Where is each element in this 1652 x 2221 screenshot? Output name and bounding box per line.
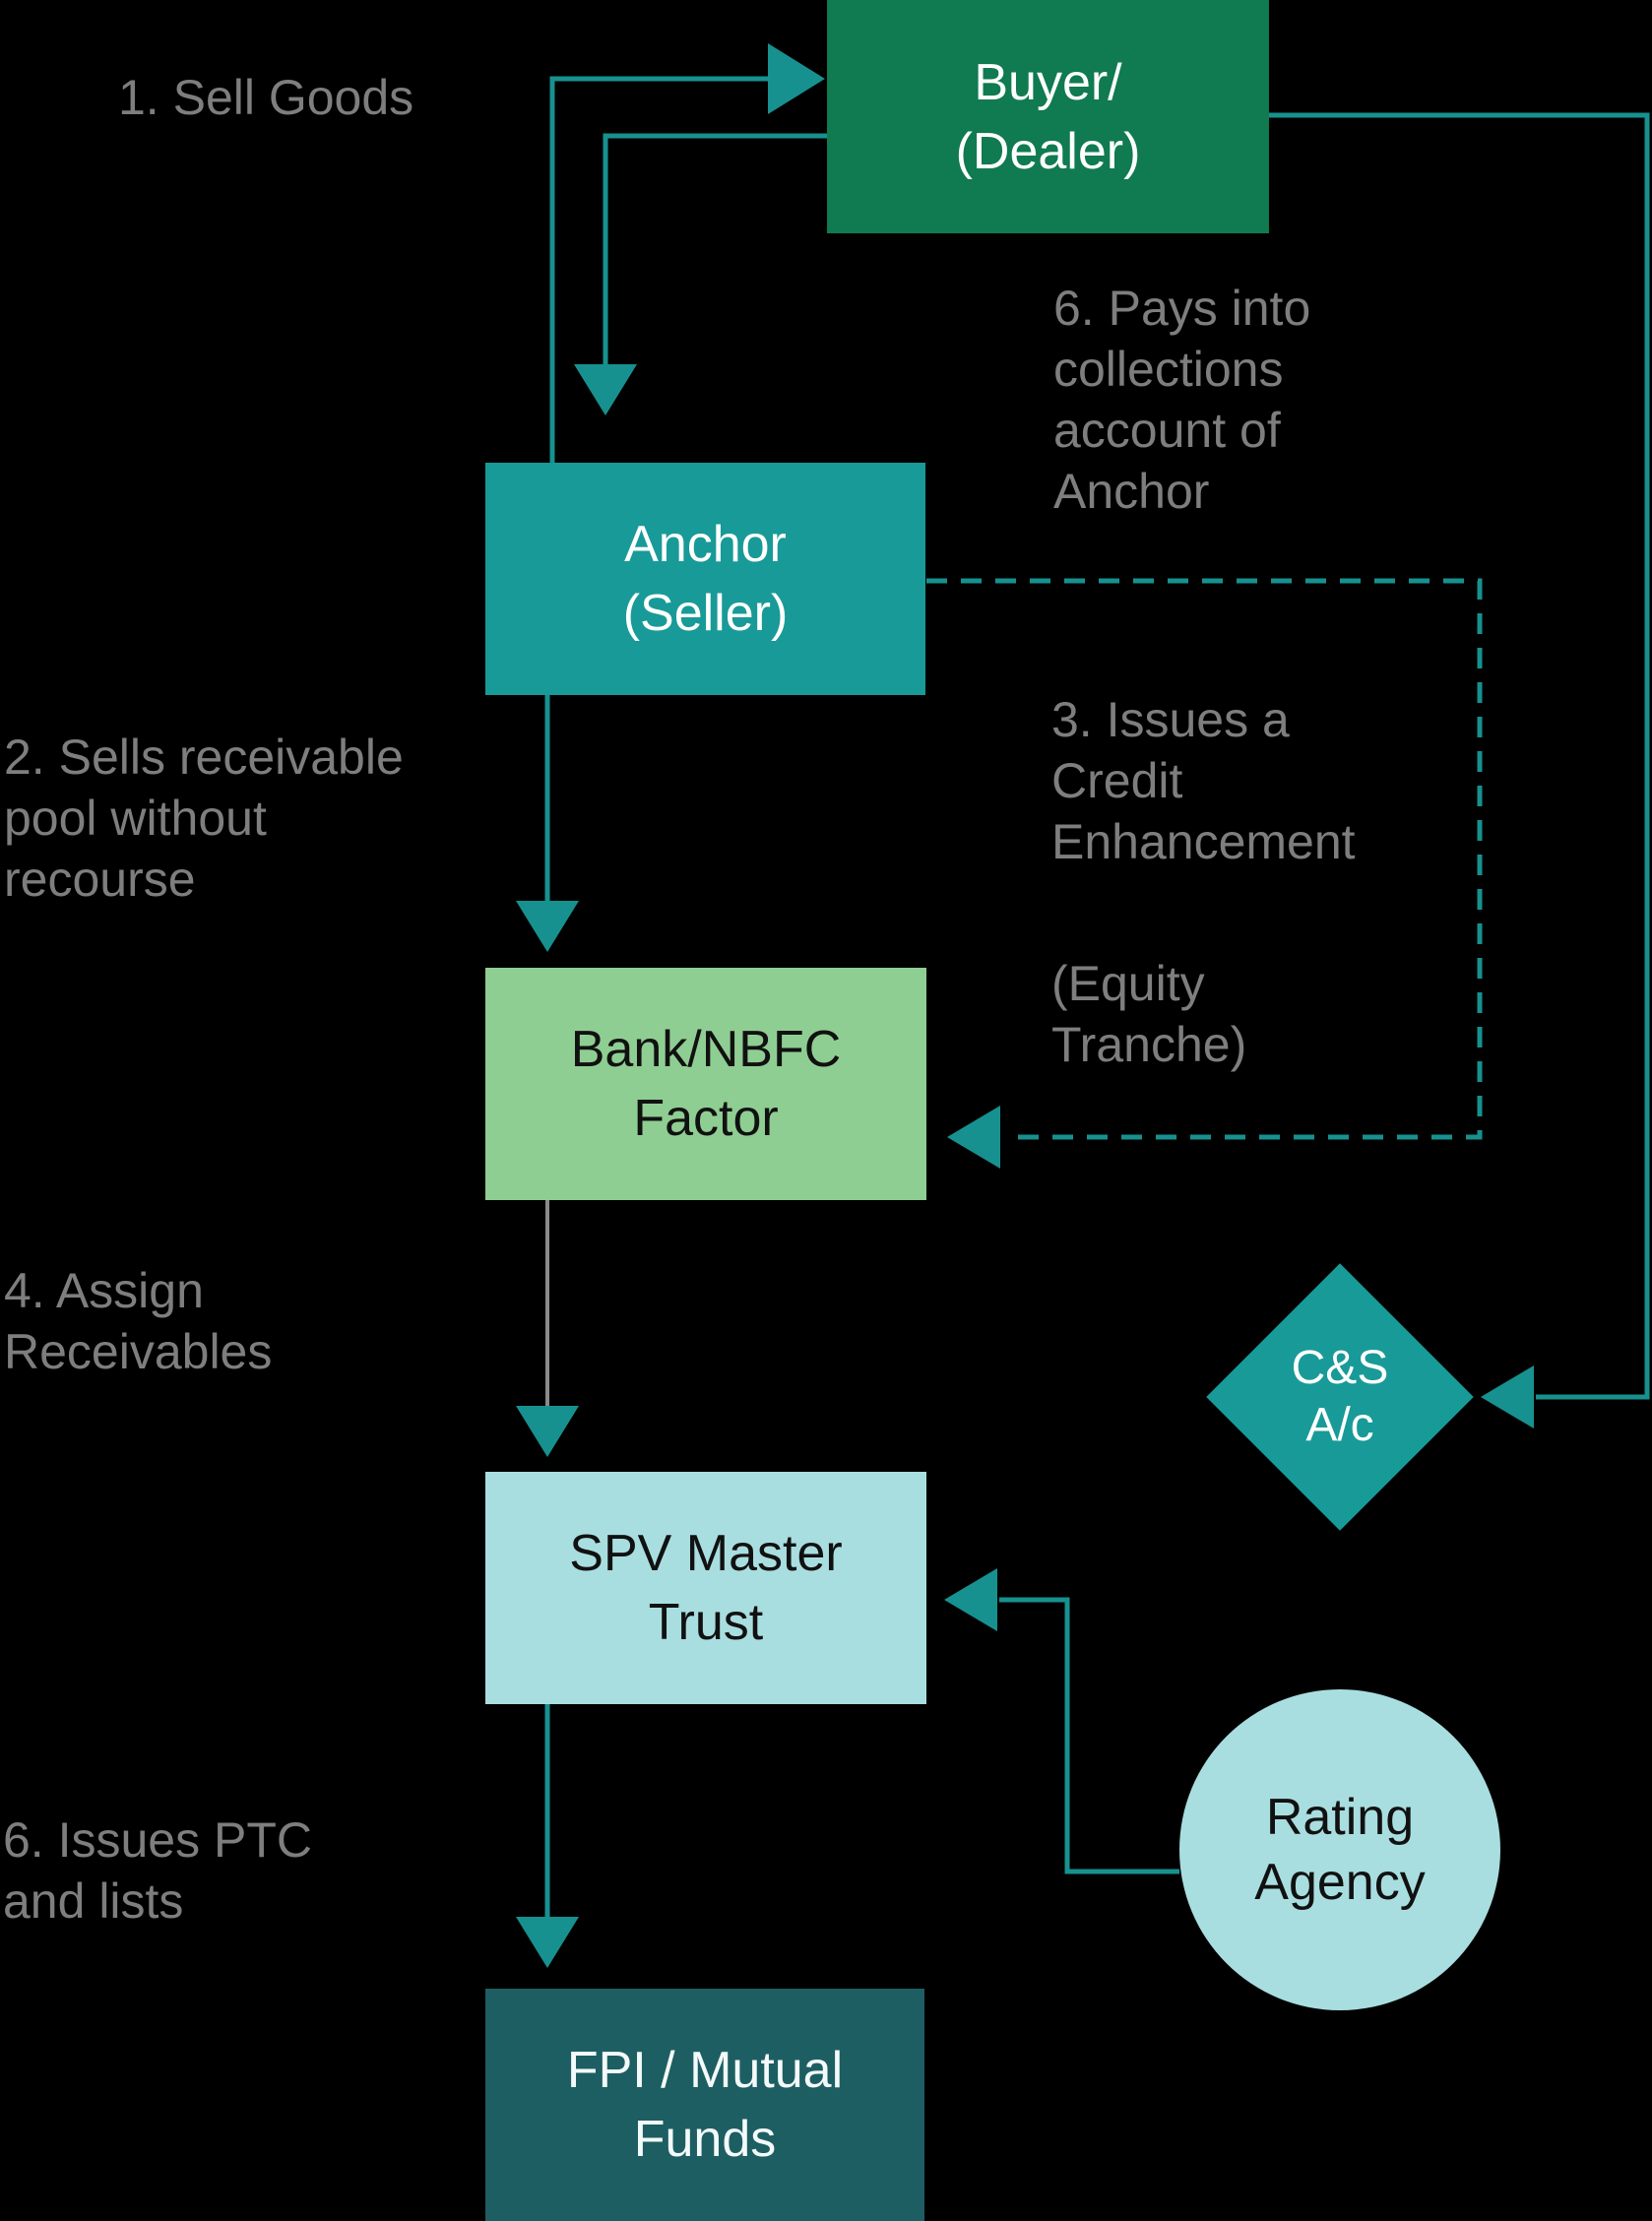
- arrow-buyer-cs-head: [1481, 1365, 1534, 1428]
- node-spv-master-trust-label: SPV Master Trust: [569, 1525, 843, 1651]
- node-rating-agency: Rating Agency: [1179, 1689, 1500, 2010]
- label-pays-into-collections: 6. Pays into collections account of Anch…: [1053, 281, 1311, 519]
- arrow-spv-fpi-head: [516, 1917, 579, 1968]
- arrow-buyer-anchor-line: [603, 133, 827, 366]
- node-anchor-seller: Anchor (Seller): [485, 463, 925, 695]
- node-spv-master-trust: SPV Master Trust: [485, 1472, 926, 1704]
- arrow-buyer-anchor-head: [574, 364, 637, 415]
- node-cs-account: C&S A/c: [1206, 1263, 1474, 1531]
- arrow-sell-goods-line: [549, 76, 770, 463]
- arrow-rating-spv-line: [999, 1597, 1179, 1874]
- label-equity-tranche: (Equity Tranche): [1051, 956, 1247, 1072]
- node-cs-account-label: C&S A/c: [1291, 1342, 1389, 1451]
- node-fpi-mutual-funds-label: FPI / Mutual Funds: [566, 2042, 844, 2168]
- label-issues-credit-enhancement: 3. Issues a Credit Enhancement: [1051, 692, 1356, 869]
- label-sell-goods: 1. Sell Goods: [118, 70, 414, 125]
- node-rating-agency-label: Rating Agency: [1254, 1789, 1426, 1911]
- arrow-rating-spv-head: [944, 1568, 997, 1631]
- node-fpi-mutual-funds: FPI / Mutual Funds: [485, 1989, 924, 2221]
- node-anchor-seller-label: Anchor (Seller): [622, 516, 789, 642]
- node-bank-nbfc-factor: Bank/NBFC Factor: [485, 968, 926, 1200]
- arrow-sell-goods-head: [768, 43, 825, 114]
- label-issues-ptc-lists: 6. Issues PTC and lists: [3, 1812, 312, 1929]
- node-buyer-dealer-label: Buyer/ (Dealer): [955, 53, 1141, 180]
- node-bank-nbfc-factor-label: Bank/NBFC Factor: [570, 1021, 842, 1147]
- arrow-bank-spv-head: [516, 1406, 579, 1457]
- arrow-anchor-bank-head: [516, 901, 579, 952]
- arrow-credit-enhancement-head: [947, 1106, 1000, 1169]
- label-sells-receivable-pool: 2. Sells receivable pool without recours…: [4, 730, 404, 907]
- node-buyer-dealer: Buyer/ (Dealer): [827, 0, 1269, 233]
- label-assign-receivables: 4. Assign Receivables: [4, 1263, 273, 1379]
